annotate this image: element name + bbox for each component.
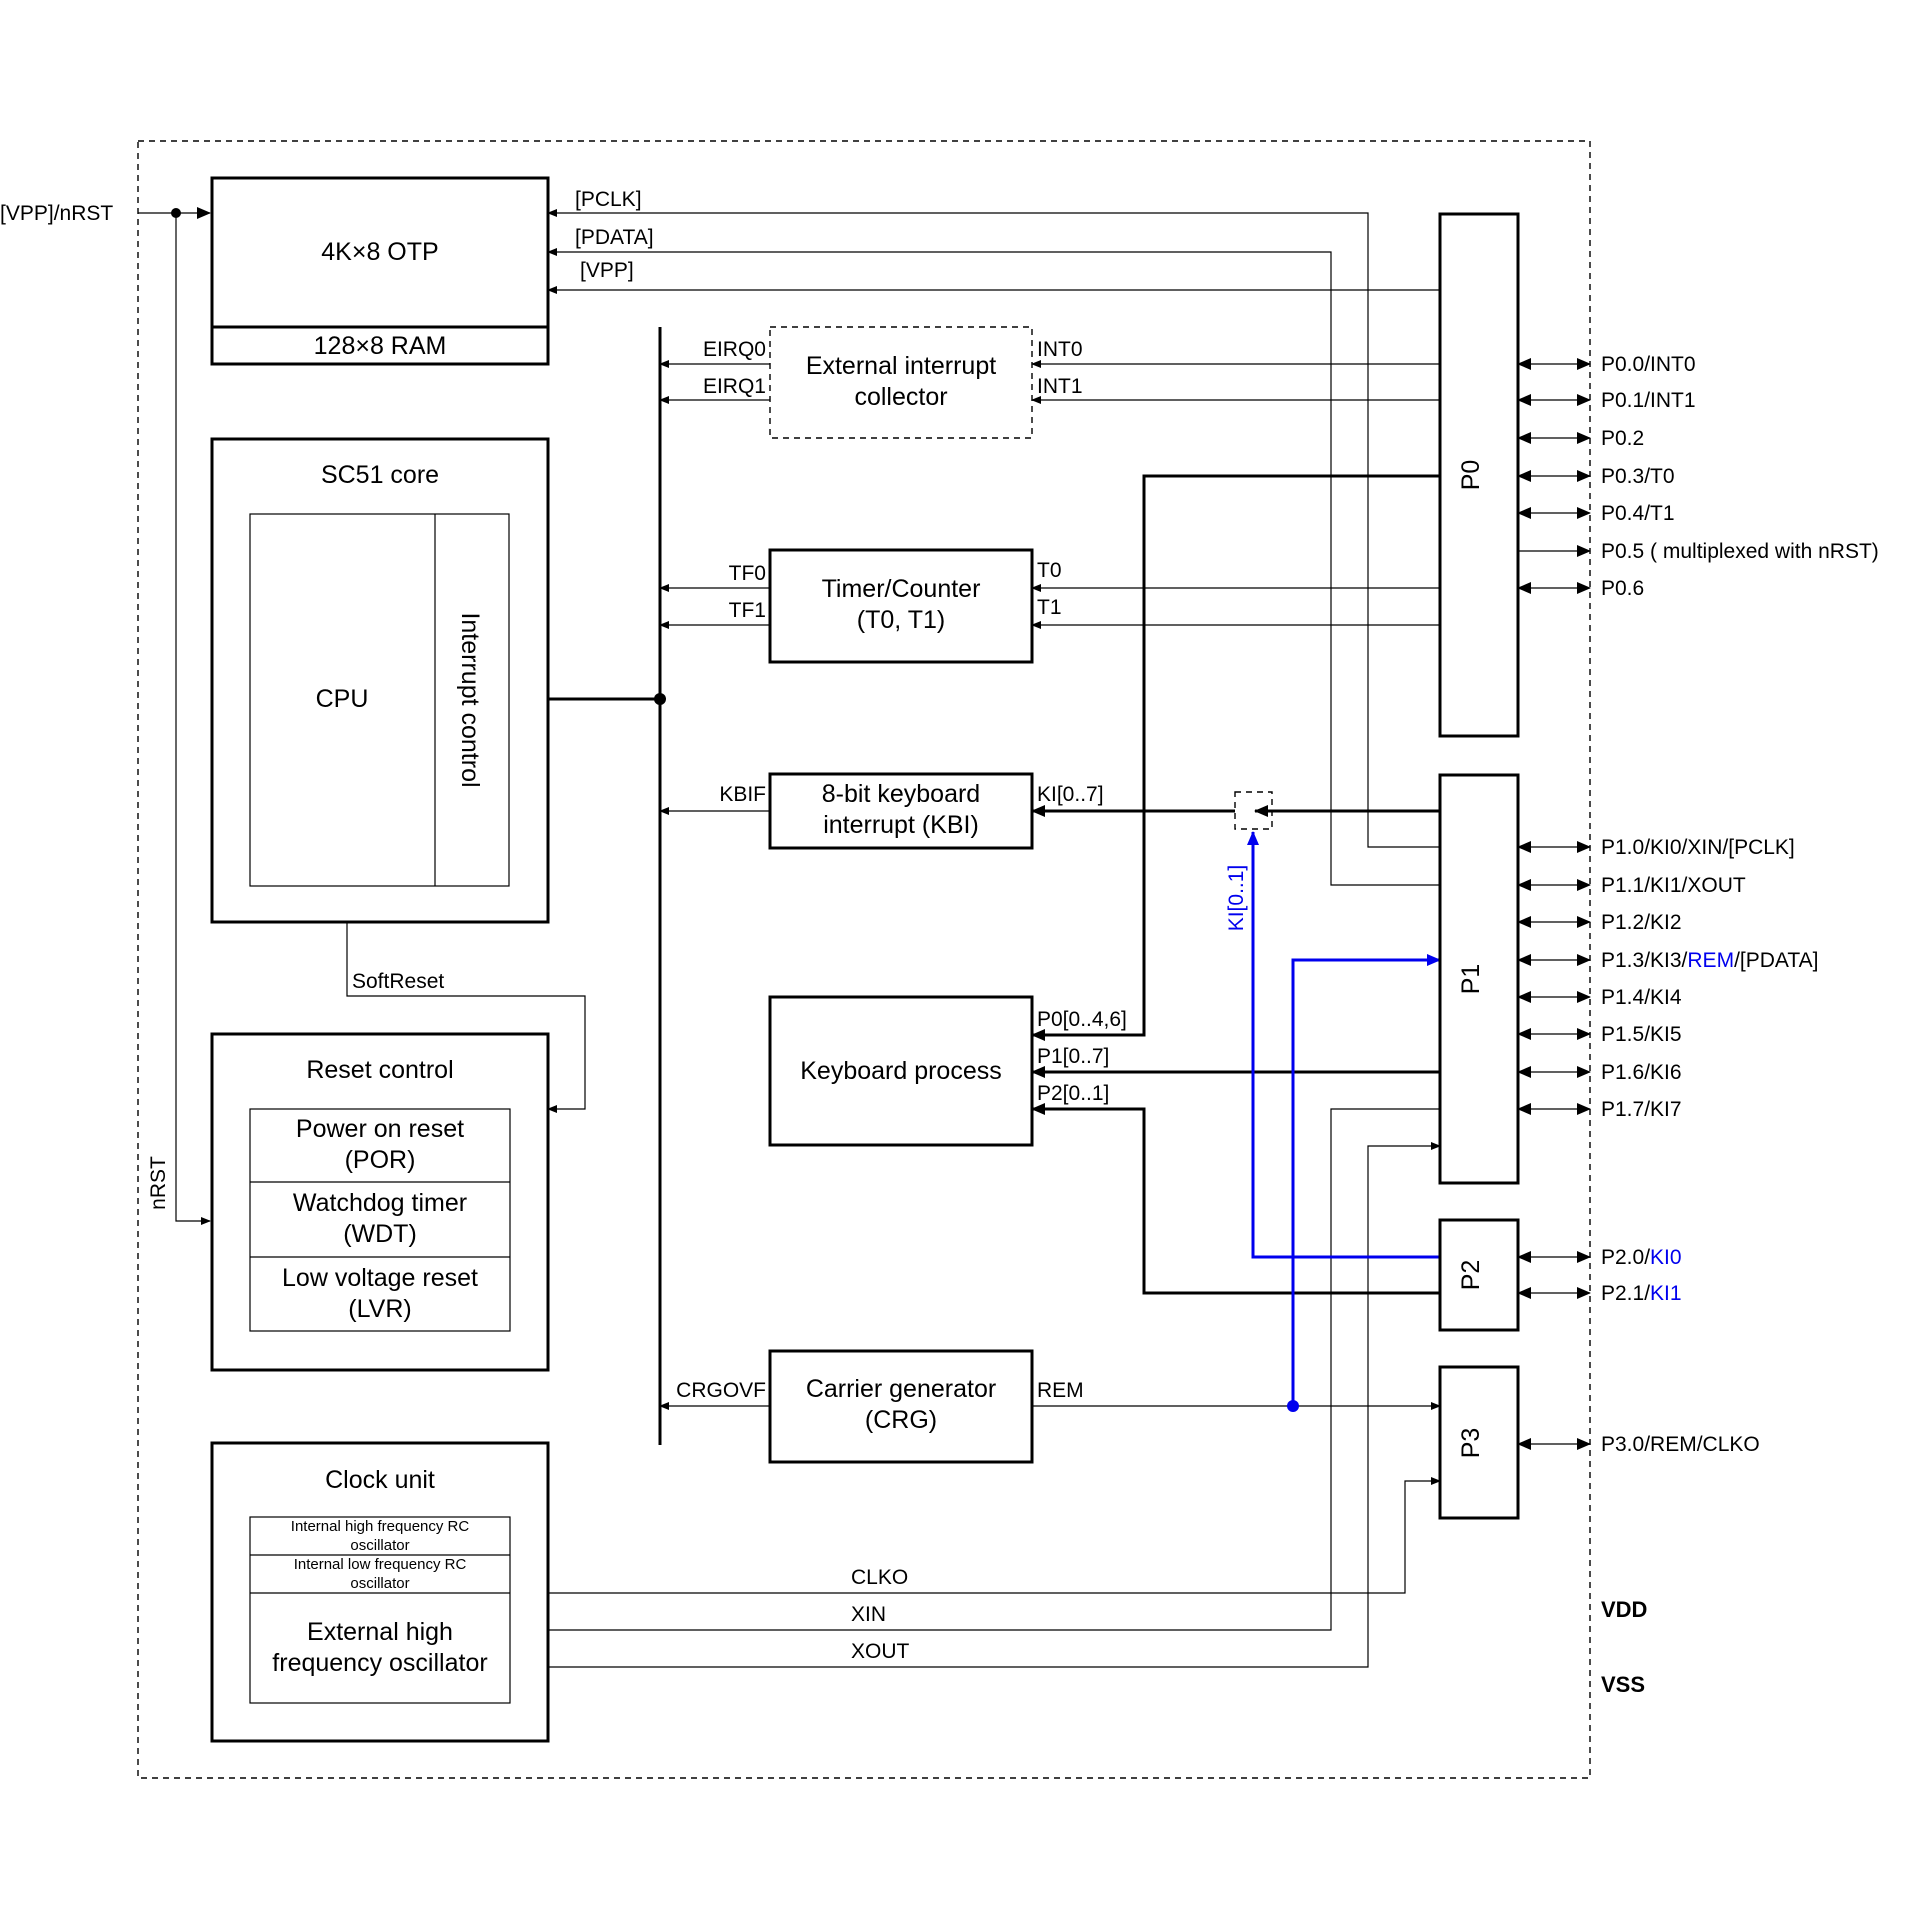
pin-p10: P1.0/KI0/XIN/[PCLK] (1601, 836, 1795, 859)
pclk-label: [PCLK] (575, 188, 642, 211)
ext-int-label-2: collector (854, 383, 947, 411)
lfrc-label-2: oscillator (350, 1575, 409, 1592)
p2-label: P2 (1457, 1260, 1485, 1291)
hfrc-label-2: oscillator (350, 1537, 409, 1554)
crgovf-label: CRGOVF (676, 1379, 766, 1402)
nrst-label: nRST (147, 1156, 170, 1210)
softreset-label: SoftReset (352, 970, 444, 993)
p1-sel-label: P1[0..7] (1037, 1045, 1109, 1068)
pin-p01: P0.1/INT1 (1601, 389, 1696, 412)
ki-selector (1234, 791, 1273, 830)
t1-label: T1 (1037, 596, 1062, 619)
pin-p00: P0.0/INT0 (1601, 353, 1696, 376)
otp-block: 4K×8 OTP 128×8 RAM (210, 176, 550, 366)
cpu-label: CPU (316, 685, 369, 713)
tf1-label: TF1 (729, 599, 766, 622)
clko-label: CLKO (851, 1566, 908, 1589)
p1-label: P1 (1457, 964, 1485, 995)
pdata-label: [PDATA] (575, 226, 654, 249)
pin-p02: P0.2 (1601, 427, 1644, 450)
pin-labels: P0.0/INT0 P0.1/INT1 P0.2 P0.3/T0 P0.4/T1… (1601, 353, 1879, 1697)
p2-sel-label: P2[0..1] (1037, 1082, 1109, 1105)
tf0-label: TF0 (729, 562, 766, 585)
pin-p30: P3.0/REM/CLKO (1601, 1433, 1760, 1456)
kbi-label-2: interrupt (KBI) (823, 811, 979, 839)
interrupt-control-label: Interrupt control (456, 612, 484, 787)
pin-p13: P1.3/KI3/REM/[PDATA] (1601, 949, 1818, 972)
ram-label: 128×8 RAM (314, 332, 447, 360)
timer-counter-block: Timer/Counter (T0, T1) (768, 548, 1034, 664)
sc51-core-title: SC51 core (321, 461, 439, 489)
clock-unit-block: Clock unit Internal high frequency RC os… (210, 1441, 550, 1743)
pin-p12: P1.2/KI2 (1601, 911, 1682, 934)
por-label-2: (POR) (345, 1146, 416, 1174)
hfrc-label-1: Internal high frequency RC (291, 1518, 470, 1535)
pin-p15: P1.5/KI5 (1601, 1023, 1682, 1046)
kbif-label: KBIF (719, 783, 766, 806)
ki01-label: KI[0..1] (1225, 865, 1248, 932)
pin-p17: P1.7/KI7 (1601, 1098, 1682, 1121)
kbi-label-1: 8-bit keyboard (822, 780, 980, 808)
lvr-label-1: Low voltage reset (282, 1264, 478, 1292)
port-p2: P2 (1438, 1218, 1520, 1332)
wdt-label-1: Watchdog timer (293, 1189, 467, 1217)
pin-p04: P0.4/T1 (1601, 502, 1675, 525)
vss-label: VSS (1601, 1672, 1645, 1697)
p0-label: P0 (1457, 460, 1485, 491)
t0-label: T0 (1037, 559, 1062, 582)
lfrc-label-1: Internal low frequency RC (294, 1556, 467, 1573)
crg-label-1: Carrier generator (806, 1375, 996, 1403)
pin-p03: P0.3/T0 (1601, 465, 1675, 488)
timer-label-1: Timer/Counter (822, 575, 981, 603)
por-label-1: Power on reset (296, 1115, 464, 1143)
port-p1: P1 (1438, 773, 1520, 1185)
ext-osc-label-1: External high (307, 1618, 453, 1646)
sc51-core-block: SC51 core CPU Interrupt control (210, 437, 550, 924)
ext-interrupt-block: External interrupt collector (769, 326, 1033, 439)
pin-p20: P2.0/KI0 (1601, 1246, 1682, 1269)
int1-label: INT1 (1037, 375, 1083, 398)
ext-int-label-1: External interrupt (806, 352, 996, 380)
signal-labels: [VPP]/nRST nRST [PCLK] [PDATA] [VPP] EIR… (0, 188, 1248, 1663)
int0-label: INT0 (1037, 338, 1083, 361)
keyboard-process-block: Keyboard process (768, 995, 1034, 1147)
p0-sel-label: P0[0..4,6] (1037, 1008, 1127, 1031)
vpp-label: [VPP] (580, 259, 634, 282)
clock-unit-title: Clock unit (325, 1466, 435, 1494)
wdt-label-2: (WDT) (343, 1220, 417, 1248)
otp-label: 4K×8 OTP (321, 238, 438, 266)
eirq1-label: EIRQ1 (703, 375, 766, 398)
pin-p05: P0.5 ( multiplexed with nRST) (1601, 540, 1879, 563)
eirq0-label: EIRQ0 (703, 338, 766, 361)
pin-p11: P1.1/KI1/XOUT (1601, 874, 1746, 897)
wires (138, 207, 1591, 1668)
port-p3: P3 (1438, 1365, 1520, 1520)
xout-label: XOUT (851, 1640, 910, 1663)
rem-label: REM (1037, 1379, 1084, 1402)
timer-label-2: (T0, T1) (857, 606, 945, 634)
lvr-label-2: (LVR) (348, 1295, 411, 1323)
crg-label-2: (CRG) (865, 1406, 937, 1434)
vpp-nrst-label: [VPP]/nRST (0, 202, 113, 225)
pin-p16: P1.6/KI6 (1601, 1061, 1682, 1084)
p3-label: P3 (1457, 1428, 1485, 1459)
ext-osc-label-2: frequency oscillator (272, 1649, 487, 1677)
pin-p14: P1.4/KI4 (1601, 986, 1682, 1009)
vdd-label: VDD (1601, 1597, 1647, 1622)
kbi-block: 8-bit keyboard interrupt (KBI) (768, 772, 1034, 850)
pin-p06: P0.6 (1601, 577, 1644, 600)
keyboard-process-label: Keyboard process (800, 1057, 1002, 1085)
pin-p21: P2.1/KI1 (1601, 1282, 1682, 1305)
reset-control-block: Reset control Power on reset (POR) Watch… (210, 1032, 550, 1372)
ki07-label: KI[0..7] (1037, 783, 1104, 806)
reset-control-title: Reset control (306, 1056, 453, 1084)
port-p0: P0 (1438, 212, 1520, 738)
xin-label: XIN (851, 1603, 886, 1626)
crg-block: Carrier generator (CRG) (768, 1349, 1034, 1464)
